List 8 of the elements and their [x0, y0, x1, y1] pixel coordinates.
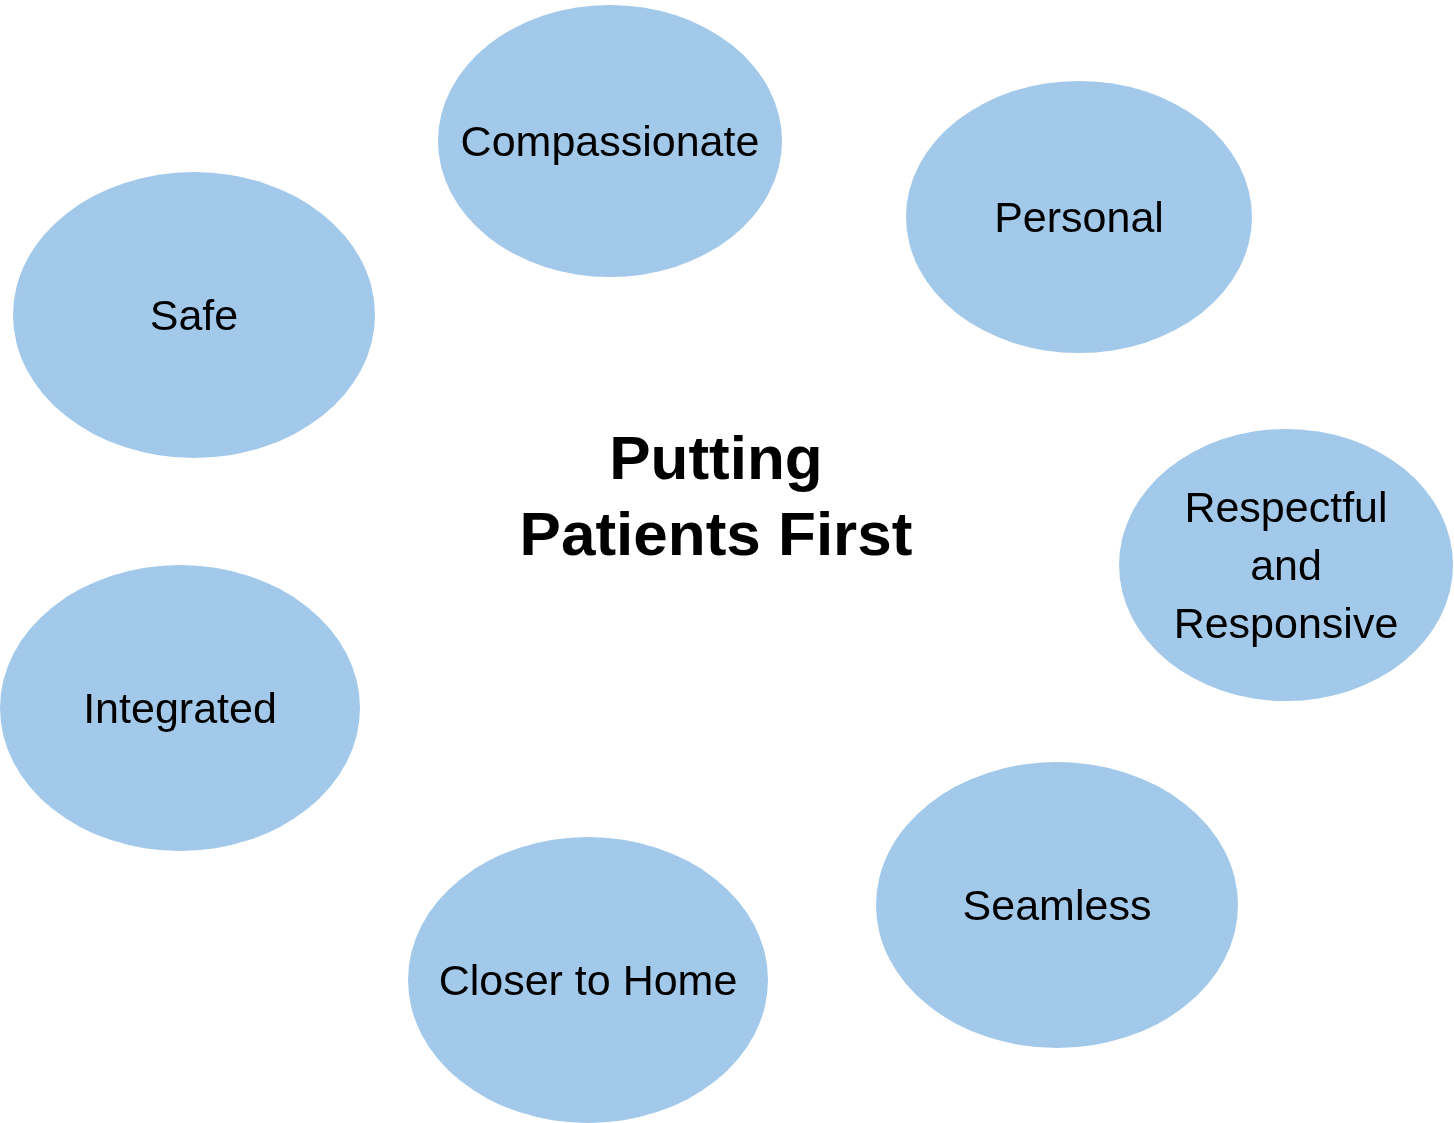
node-label: Closer to Home	[438, 954, 738, 1006]
node-label: Compassionate	[460, 115, 760, 167]
node-label: Personal	[994, 191, 1164, 243]
node-label: Integrated	[83, 682, 277, 734]
node-label: Respectful and Responsive	[1172, 481, 1400, 649]
node-label: Seamless	[962, 879, 1152, 931]
node-label: Safe	[149, 289, 239, 341]
center-title: Putting Patients First	[518, 422, 914, 570]
